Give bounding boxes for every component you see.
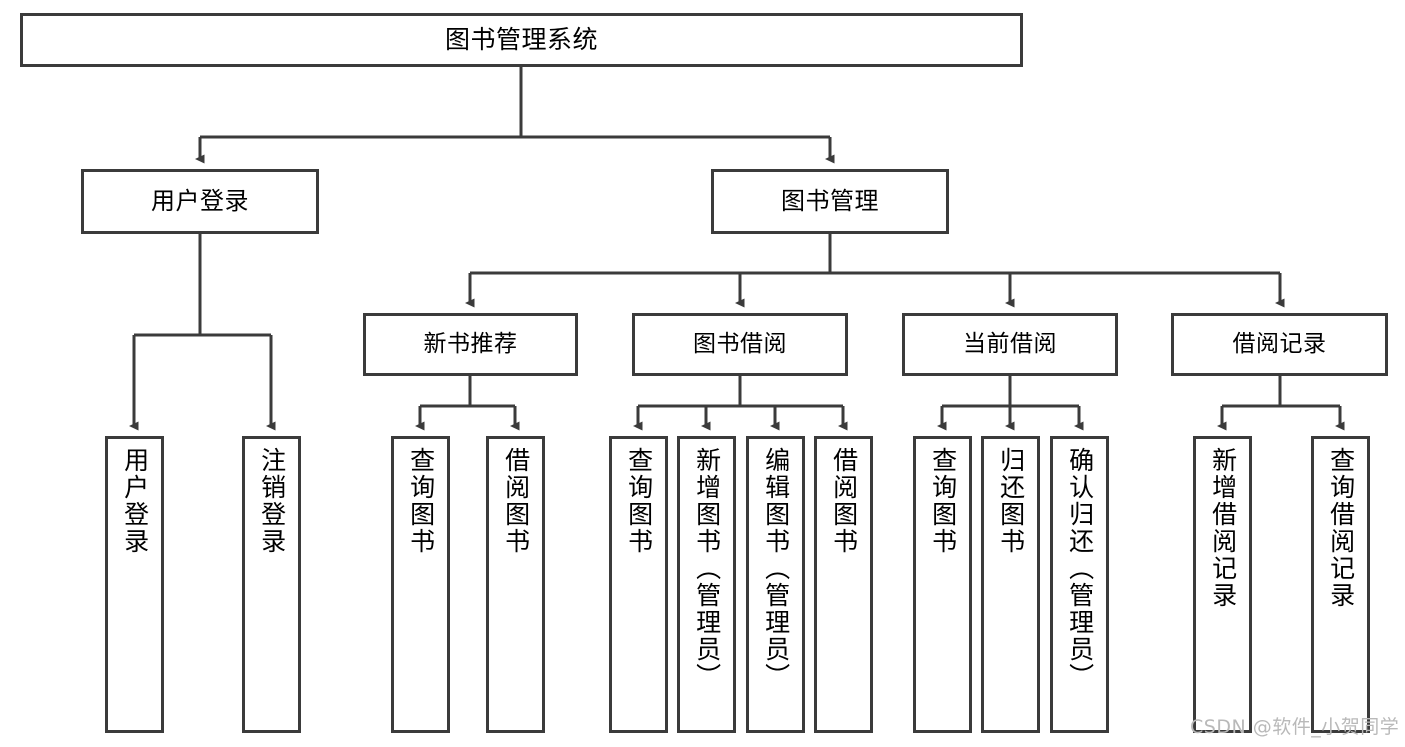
node-label: 查询图书 — [928, 447, 958, 555]
node-label: 借阅图书 — [501, 447, 531, 555]
leaf-query-borrow-record[interactable]: 查询借阅记录 — [1311, 436, 1370, 733]
node-label: 查询图书 — [624, 447, 654, 555]
node-label: 新书推荐 — [423, 331, 518, 358]
leaf-return-book[interactable]: 归还图书 — [981, 436, 1040, 733]
node-new-book-recommend[interactable]: 新书推荐 — [363, 313, 578, 376]
node-label: 借阅记录 — [1232, 331, 1327, 358]
leaf-query-book-current[interactable]: 查询图书 — [913, 436, 972, 733]
node-label: 查询图书 — [406, 447, 436, 555]
leaf-add-borrow-record[interactable]: 新增借阅记录 — [1193, 436, 1252, 733]
leaf-logout[interactable]: 注销登录 — [242, 436, 301, 733]
node-label: 图书管理系统 — [444, 24, 598, 54]
node-user-login[interactable]: 用户登录 — [81, 169, 319, 234]
node-label: 当前借阅 — [963, 331, 1057, 358]
node-borrow-record[interactable]: 借阅记录 — [1171, 313, 1388, 376]
leaf-user-login[interactable]: 用户登录 — [105, 436, 164, 733]
node-root-system[interactable]: 图书管理系统 — [20, 13, 1023, 67]
leaf-edit-book-admin[interactable]: 编辑图书（管理员） — [746, 436, 805, 733]
node-label: 用户登录 — [151, 186, 249, 215]
csdn-watermark: CSDN @软件_小贺同学 — [1190, 716, 1400, 738]
node-label: 编辑图书（管理员） — [761, 447, 791, 690]
node-label: 用户登录 — [120, 447, 150, 555]
node-label: 归还图书 — [996, 447, 1026, 555]
node-book-borrow[interactable]: 图书借阅 — [632, 313, 848, 376]
leaf-borrow-book[interactable]: 借阅图书 — [814, 436, 873, 733]
node-label: 图书借阅 — [693, 331, 787, 358]
node-label: 图书管理 — [781, 186, 879, 215]
node-label: 查询借阅记录 — [1326, 447, 1356, 609]
node-label: 确认归还（管理员） — [1065, 447, 1095, 690]
node-label: 新增借阅记录 — [1208, 447, 1238, 609]
leaf-query-book-recommend[interactable]: 查询图书 — [391, 436, 450, 733]
node-label: 注销登录 — [257, 447, 287, 555]
leaf-borrow-book-recommend[interactable]: 借阅图书 — [486, 436, 545, 733]
leaf-query-book-borrow[interactable]: 查询图书 — [609, 436, 668, 733]
leaf-add-book-admin[interactable]: 新增图书（管理员） — [677, 436, 736, 733]
leaf-confirm-return-admin[interactable]: 确认归还（管理员） — [1050, 436, 1109, 733]
node-current-borrow[interactable]: 当前借阅 — [902, 313, 1118, 376]
node-book-management[interactable]: 图书管理 — [711, 169, 949, 234]
node-label: 借阅图书 — [829, 447, 859, 555]
node-label: 新增图书（管理员） — [692, 447, 722, 690]
